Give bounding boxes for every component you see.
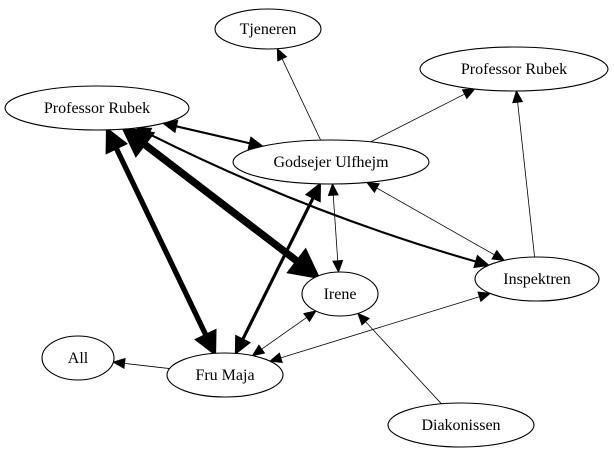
node-label: Inspektren [503, 271, 571, 288]
edge-line [124, 362, 170, 369]
edge-arrowtail [105, 126, 128, 155]
edge-arrowtail [327, 182, 339, 197]
node-label: Professor Rubek [461, 61, 567, 78]
node-ellipse [301, 271, 379, 317]
node-ellipse [387, 402, 535, 448]
edge-irene-to-maja [251, 310, 317, 357]
edge-line [176, 125, 250, 145]
node-inspektren: Inspektren [474, 256, 600, 302]
edge-ulfhejm-to-tjeneren [276, 47, 321, 141]
edge-arrowhead [473, 254, 491, 269]
edge-arrowhead [461, 88, 476, 100]
node-ellipse [474, 256, 600, 302]
edge-inspektren-to-maja [268, 291, 492, 364]
edge-line [370, 93, 465, 143]
edge-arrowhead [251, 344, 266, 357]
node-diakonissen: Diakonissen [387, 402, 535, 448]
edge-line [241, 197, 315, 341]
node-ulfhejm: Godsejer Ulfhejm [232, 139, 430, 185]
node-label: All [68, 350, 89, 367]
node-label: Godsejer Ulfhejm [273, 154, 389, 171]
edge-rubek_left-to-irene [120, 126, 321, 280]
node-label: Tjeneren [240, 21, 297, 38]
edge-line [332, 195, 339, 261]
edge-arrowhead [332, 259, 344, 274]
edge-line [517, 102, 535, 258]
edge-line [261, 317, 307, 350]
edge-line [280, 296, 480, 359]
edge-ulfhejm-to-maja [234, 181, 322, 356]
edge-arrowtail [304, 181, 322, 203]
edge-ulfhejm-to-inspektren [365, 181, 506, 261]
edge-arrowtail [365, 181, 380, 194]
edge-line [141, 140, 300, 265]
node-label: Professor Rubek [44, 100, 150, 117]
edge-arrowhead [276, 47, 288, 62]
node-ellipse [214, 8, 322, 50]
node-ellipse [166, 352, 284, 398]
edge-ulfhejm-to-rubek_right [370, 88, 476, 143]
node-label: Diakonissen [421, 417, 500, 434]
node-all: All [41, 335, 115, 381]
edge-arrowhead [491, 249, 506, 261]
edge-line [376, 187, 495, 256]
edge-arrowtail [477, 291, 492, 303]
edge-arrowhead [234, 334, 252, 356]
node-ellipse [4, 85, 190, 131]
edge-arrowtail [303, 310, 317, 323]
node-ellipse [232, 139, 430, 185]
edge-line [365, 321, 442, 405]
edge-ulfhejm-to-irene [327, 182, 344, 274]
edge-line [281, 58, 321, 141]
edge-inspektren-to-rubek_right [512, 89, 535, 258]
node-irene: Irene [301, 271, 379, 317]
node-rubek-right: Professor Rubek [419, 46, 609, 92]
node-ellipse [419, 46, 609, 92]
edge-line [113, 146, 209, 337]
edge-arrowtail [120, 126, 156, 158]
edge-arrowhead [112, 357, 126, 369]
edge-arrowhead [194, 328, 217, 357]
edge-diakonissen-to-irene [357, 312, 442, 405]
edge-rubek_left-to-ulfhejm [161, 119, 265, 150]
edge-rubek_left-to-maja [105, 126, 217, 357]
edge-maja-to-all [112, 357, 170, 369]
node-maja: Fru Maja [166, 352, 284, 398]
node-tjeneren: Tjeneren [214, 8, 322, 50]
node-label: Fru Maja [195, 367, 254, 384]
node-label: Irene [324, 286, 357, 303]
edge-arrowhead [512, 89, 524, 104]
edge-arrowhead [268, 352, 283, 364]
node-rubek-left: Professor Rubek [4, 85, 190, 131]
edge-arrowhead [357, 312, 370, 326]
edge-arrowhead [286, 247, 321, 280]
node-ellipse [41, 335, 115, 381]
